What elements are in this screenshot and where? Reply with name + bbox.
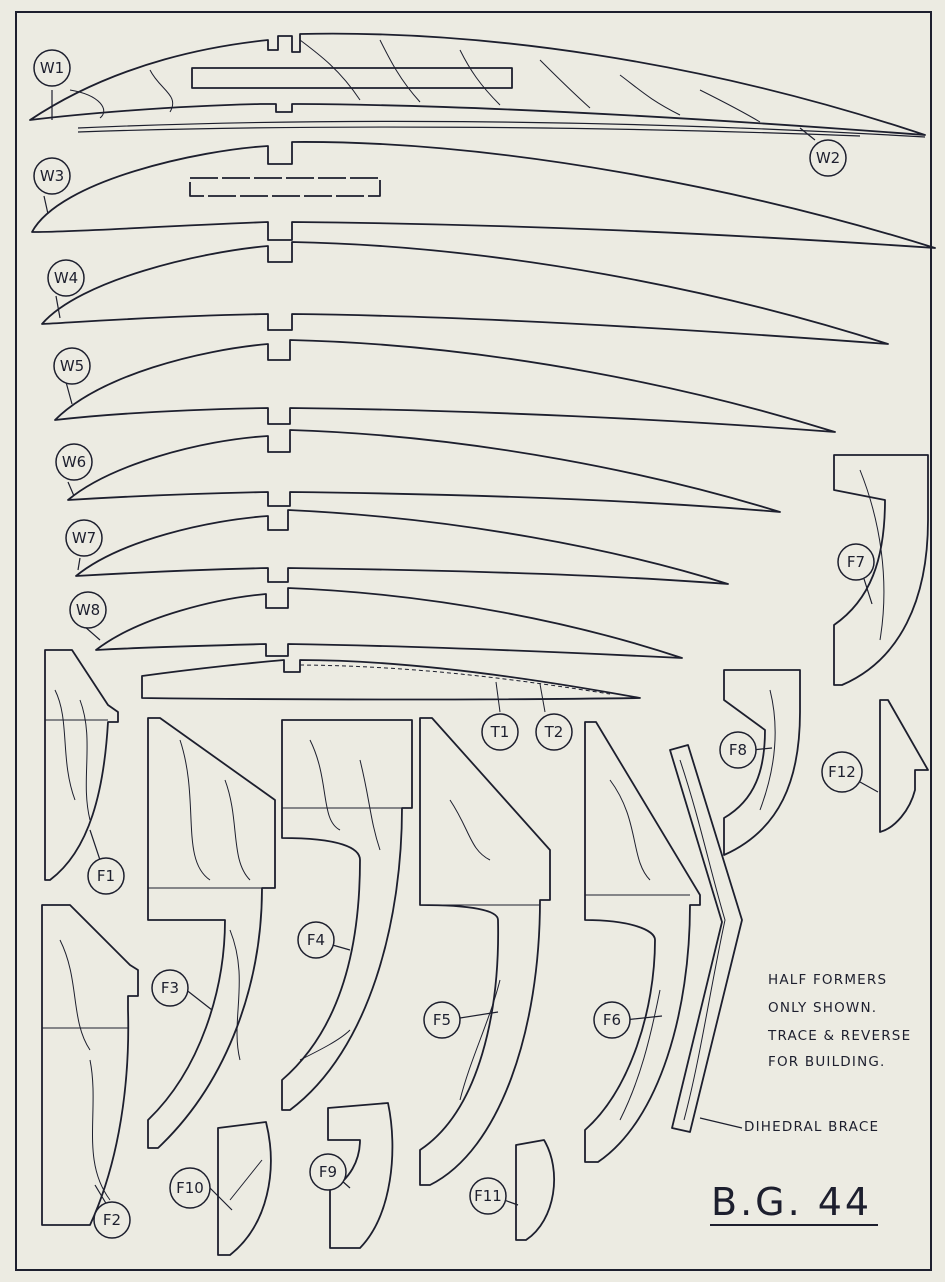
label-f9: F9	[319, 1163, 337, 1181]
rib-w3	[31, 141, 936, 249]
former-f7	[833, 454, 929, 686]
label-w3: W3	[40, 167, 64, 185]
note-line-4: FOR BUILDING.	[768, 1054, 886, 1070]
label-w1: W1	[40, 59, 64, 77]
label-t2: T2	[544, 723, 564, 741]
label-w4: W4	[54, 269, 78, 287]
former-f3	[147, 717, 276, 1149]
former-f12	[879, 699, 929, 833]
former-f5	[419, 717, 551, 1186]
label-w5: W5	[60, 357, 84, 375]
label-f4: F4	[307, 931, 325, 949]
note-line-1: HALF FORMERS	[768, 972, 888, 988]
label-f8: F8	[729, 741, 747, 759]
former-f10	[217, 1121, 272, 1256]
rib-w8	[95, 587, 683, 659]
label-w2: W2	[816, 149, 840, 167]
rib-w1-slot	[191, 67, 513, 89]
label-f12: F12	[828, 763, 856, 781]
former-f6	[584, 721, 701, 1163]
title-underline	[710, 1224, 878, 1226]
label-w7: W7	[72, 529, 96, 547]
note-line-2: ONLY SHOWN.	[768, 1000, 878, 1016]
plan-title: B.G. 44	[711, 1180, 873, 1224]
rib-w1-grain	[69, 39, 761, 123]
label-f2: F2	[103, 1211, 121, 1229]
label-f1: F1	[97, 867, 115, 885]
rib-w2	[77, 120, 926, 138]
former-f1	[44, 649, 119, 881]
sheet-border	[15, 11, 932, 1271]
former-f2	[41, 904, 139, 1226]
note-line-3: TRACE & REVERSE	[768, 1028, 912, 1044]
label-w6: W6	[62, 453, 86, 471]
rib-tail	[141, 659, 641, 701]
label-f11: F11	[474, 1187, 502, 1205]
rib-w3-slot	[189, 177, 381, 197]
label-f6: F6	[603, 1011, 621, 1029]
label-f3: F3	[161, 979, 179, 997]
rib-w6	[67, 429, 781, 513]
label-t1: T1	[490, 723, 510, 741]
dihedral-brace	[669, 744, 743, 1133]
label-f10: F10	[176, 1179, 204, 1197]
former-f9	[327, 1102, 394, 1249]
label-f7: F7	[847, 553, 865, 571]
former-f8	[723, 669, 801, 856]
rib-w1	[29, 32, 926, 136]
label-w8: W8	[76, 601, 100, 619]
rib-w7	[75, 509, 729, 585]
dihedral-brace-label: DIHEDRAL BRACE	[744, 1119, 880, 1135]
rib-w5	[54, 339, 836, 433]
former-f11	[515, 1139, 555, 1241]
label-f5: F5	[433, 1011, 451, 1029]
former-f4	[281, 719, 413, 1111]
rib-w4	[41, 241, 889, 345]
